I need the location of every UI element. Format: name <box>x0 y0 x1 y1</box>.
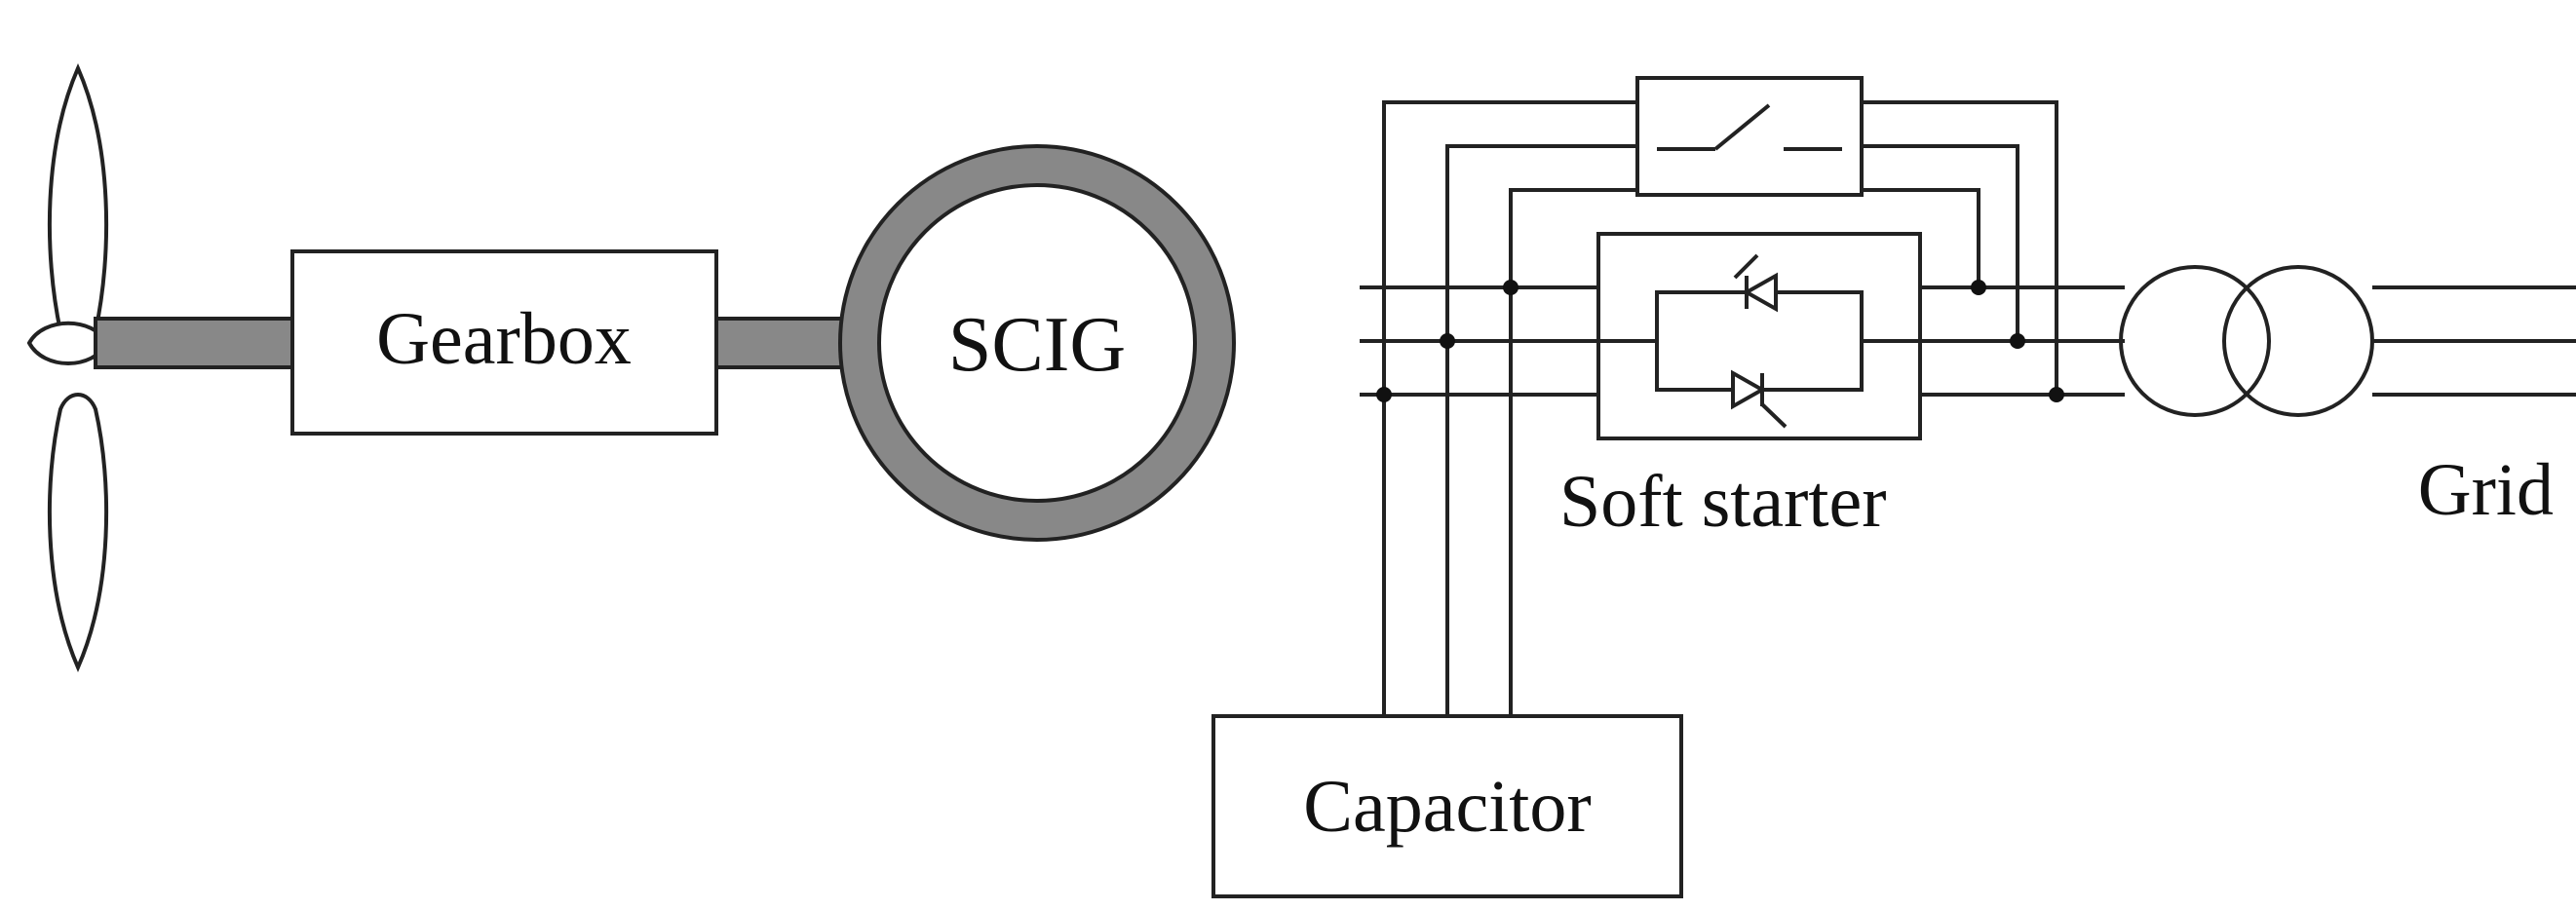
gearbox-block: Gearbox <box>290 249 718 436</box>
switch-icon <box>1657 103 1842 151</box>
grid-label: Grid <box>2418 449 2554 531</box>
capacitor-wiring <box>1382 287 1513 716</box>
junction-dots <box>1376 280 2064 402</box>
bypass-wiring <box>1382 100 2058 395</box>
thyristor-icon <box>1733 253 1778 313</box>
soft-starter-label: Soft starter <box>1559 461 1887 543</box>
bypass-switch <box>1635 76 1864 197</box>
grid-lines <box>2372 285 2576 397</box>
capacitor-block: Capacitor <box>1211 714 1683 898</box>
low-speed-shaft <box>94 317 297 369</box>
transformer-icon <box>2119 265 2374 417</box>
thyristor-icon <box>1731 369 1788 429</box>
wind-turbine-rotor-icon <box>26 63 110 672</box>
capacitor-label: Capacitor <box>1303 766 1591 848</box>
generator-label: SCIG <box>948 302 1126 388</box>
scig-generator: SCIG <box>838 144 1236 542</box>
soft-starter-block <box>1596 232 1922 440</box>
gearbox-label: Gearbox <box>376 298 632 380</box>
